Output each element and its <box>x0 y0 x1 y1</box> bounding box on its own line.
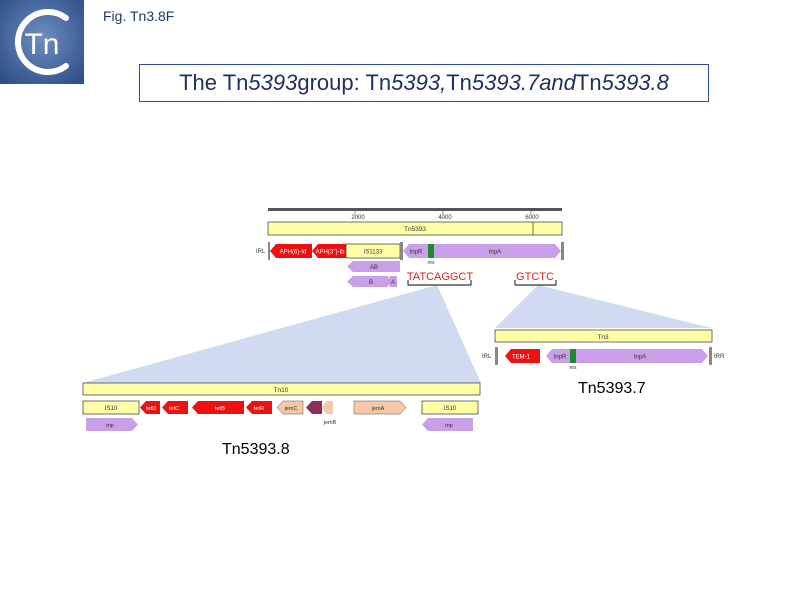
jemA-label: jemA <box>371 406 385 412</box>
aph6-id-gene <box>270 244 312 258</box>
insertion-site-sequence: GTCTC <box>516 271 554 283</box>
ab-gene <box>347 261 400 272</box>
a-gene <box>386 276 397 287</box>
title-part: group: Tn <box>297 70 392 95</box>
res-site <box>428 244 434 258</box>
tn5393-irl-repeat <box>268 242 270 260</box>
tnp-right-label: tnp <box>445 423 453 429</box>
tnpA-label: tnpA <box>489 250 501 256</box>
tn3-tnpA-gene <box>576 349 708 363</box>
tn3-tnpA-label: tnpA <box>634 355 646 361</box>
title-part: The Tn <box>179 70 249 95</box>
aph6-id-label: APH(6)-Id <box>280 250 307 256</box>
tem1-gene <box>505 349 540 363</box>
tn3-irl-label: IRL <box>482 354 492 360</box>
is10-right-element <box>421 400 479 415</box>
scale-ruler <box>268 208 562 211</box>
tn10-element-bar <box>82 382 481 396</box>
tn-logo: Tn <box>0 0 84 84</box>
tn3-res-site <box>570 349 576 363</box>
b-label: B <box>369 280 373 286</box>
tnpR-label: tnpR <box>410 250 423 256</box>
tn3-res-label: res <box>570 365 577 371</box>
tn3-element-bar <box>494 329 713 343</box>
tetD-gene <box>140 401 160 414</box>
tn5393-irr-repeat <box>561 242 564 260</box>
tn10-element-label: Tn10 <box>274 387 289 394</box>
tetR-gene <box>246 401 272 414</box>
jemB-gene <box>306 401 322 414</box>
tn3-element-label: Tn3 <box>597 334 609 341</box>
jemC-gene <box>276 400 304 415</box>
tn5393-irl-label: IRL <box>256 249 266 255</box>
tnp-left-label: tnp <box>106 423 114 429</box>
tetB-gene <box>192 401 244 414</box>
tetR-label: tetR <box>254 406 264 412</box>
is10-left-element <box>82 400 140 415</box>
is10-left-label: IS10 <box>105 406 118 412</box>
tn10-map: Tn10 IS10 tetD tetC tetB tetR jemC jemB … <box>82 382 481 431</box>
tn3-tnpR-label: tnpR <box>554 355 567 361</box>
tn3-insertion-highlight <box>495 285 712 328</box>
b-gene <box>347 276 388 287</box>
tem1-label: TEM-1 <box>512 355 531 361</box>
tnp-right-gene <box>422 418 473 431</box>
res-label: res <box>428 260 435 266</box>
scale-tick-label: 4000 <box>438 215 452 221</box>
tn3-irr-label: IRR <box>714 354 725 360</box>
a-label: A <box>391 280 395 286</box>
figure-label: Fig. Tn3.8F <box>103 8 175 24</box>
logo-text: Tn <box>24 28 59 61</box>
title-part: 5393.7 <box>471 70 540 95</box>
jemB-label: jemB <box>323 420 337 426</box>
tn5393-element-label: Tn5393 <box>404 226 426 233</box>
tetB-label: tetB <box>215 406 225 412</box>
tn5393-element-bar <box>267 221 563 236</box>
aph3-ib-label: APH(3'')-Ib <box>316 250 346 256</box>
tn5393-inner-repeat <box>400 242 403 260</box>
title-part: 5393 <box>248 70 298 95</box>
tetD-label: tetD <box>146 406 156 412</box>
tnp-left-gene <box>86 418 138 431</box>
title-part: Tn <box>575 70 602 95</box>
title-part: 5393, <box>391 70 447 95</box>
tnpA-gene <box>434 244 561 258</box>
jemC-label: jemC <box>284 406 298 412</box>
tn3-tnpR-gene <box>546 349 570 363</box>
title-part: and <box>539 70 576 95</box>
tn5393-8-caption: Tn5393.8 <box>222 441 290 458</box>
tn3-map: Tn3 IRL TEM-1 tnpR res tnpA IRR <box>482 329 725 371</box>
tn5393-7-caption: Tn5393.7 <box>578 380 646 397</box>
jemA-gene <box>353 400 407 415</box>
tn3-irl-repeat <box>495 347 498 365</box>
aph3-ib-gene <box>312 244 346 258</box>
title-part: 5393.8 <box>601 70 669 95</box>
tn3-irr-repeat <box>709 347 712 365</box>
title-part: Tn <box>446 70 472 95</box>
tetC-label: tetC <box>169 406 179 412</box>
insertion-site-sequence: TATCAGGCT <box>407 271 473 283</box>
scale-tick-label: 2000 <box>351 215 365 221</box>
is1133-label: IS1133 <box>364 250 383 256</box>
is10-right-label: IS10 <box>444 406 457 412</box>
tn5393-map: 2000 4000 6000 Tn5393 IRL APH(6)-Id APH(… <box>256 208 564 287</box>
ab-label: AB <box>370 265 378 271</box>
insertion-site-bracket <box>514 280 557 286</box>
insertion-site-bracket <box>407 280 472 286</box>
tnpR-gene <box>403 244 428 258</box>
scale-tick-label: 6000 <box>525 215 539 221</box>
jemB-orf-small <box>322 401 333 414</box>
tn10-insertion-highlight <box>83 285 481 383</box>
tetC-gene <box>162 401 188 414</box>
